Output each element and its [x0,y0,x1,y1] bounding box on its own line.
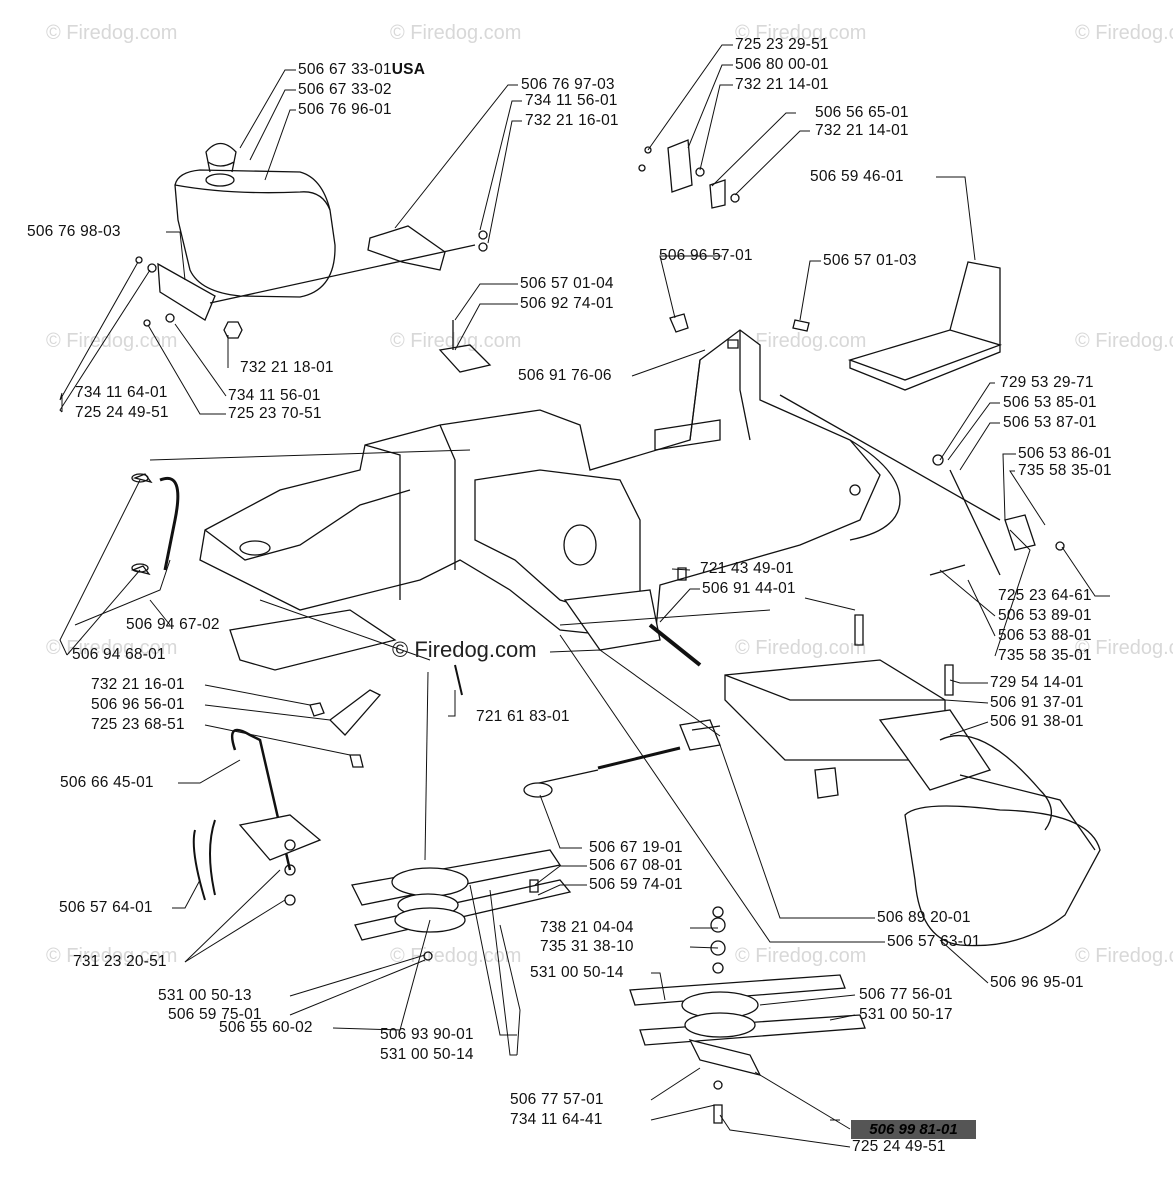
part-label: 725 23 64-61 [998,587,1092,604]
usa-marker: USA [391,61,426,78]
part-label: 506 57 63-01 [887,933,981,950]
watermark: © Firedog.com [46,637,178,659]
belt-guard [692,615,1100,946]
part-label: 506 77 56-01 [859,986,953,1003]
part-label: 732 21 16-01 [525,112,619,129]
linkage-rod [780,395,1064,575]
part-label: 732 21 16-01 [91,676,185,693]
tank-brackets [136,226,487,338]
part-label: 506 53 87-01 [1003,414,1097,431]
part-label: 732 21 18-01 [240,359,334,376]
part-label: 734 11 64-01 [75,384,168,401]
watermark: © Firedog.com [1075,22,1173,44]
watermark: © Firedog.com [1075,330,1173,352]
watermark: © Firedog.com [735,637,867,659]
part-label: 506 76 97-03 [521,76,615,93]
watermark: © Firedog.com [735,22,867,44]
watermark: © Firedog.com [46,330,178,352]
part-label: 506 67 33-02 [298,81,392,98]
part-label: 506 94 67-02 [126,616,220,633]
part-label: 738 21 04-04 [540,919,634,936]
part-label: 506 59 46-01 [810,168,904,185]
part-label: 531 00 50-17 [859,1006,953,1023]
part-label: 506 67 08-01 [589,857,683,874]
part-label: 734 11 64-41 [510,1111,603,1128]
watermark: © Firedog.com [46,945,178,967]
part-label: 506 59 75-01 [168,1006,262,1023]
part-label: 725 23 29-51 [735,36,829,53]
part-label: 732 21 14-01 [815,122,909,139]
part-label: 506 77 57-01 [510,1091,604,1108]
part-label: 725 23 70-51 [228,405,322,422]
part-label: 735 31 38-10 [540,938,634,955]
part-label: 735 58 35-01 [1018,462,1112,479]
part-label: 506 91 37-01 [990,694,1084,711]
part-label: 506 67 19-01 [589,839,683,856]
part-label: 732 21 14-01 [735,76,829,93]
watermark: © Firedog.com [390,945,522,967]
part-label: 731 23 20-51 [73,953,167,970]
part-label: 506 53 86-01 [1018,445,1112,462]
part-label: 721 61 83-01 [476,708,570,725]
part-label: 725 24 49-51 [852,1138,946,1155]
seat-bracket [793,262,1000,390]
part-label: 506 59 74-01 [589,876,683,893]
part-label: 506 53 89-01 [998,607,1092,624]
part-label: 506 91 38-01 [990,713,1084,730]
watermark: © Firedog.com [1075,945,1173,967]
part-label: 506 57 01-04 [520,275,614,292]
engine-bracket [194,690,380,905]
part-label: 506 96 56-01 [91,696,185,713]
part-label: 725 24 49-51 [75,404,169,421]
part-label: 729 54 14-01 [990,674,1084,691]
part-label: 721 43 49-01 [700,560,794,577]
main-frame [200,330,900,670]
part-label: 531 00 50-14 [380,1046,474,1063]
part-label: 506 66 45-01 [60,774,154,791]
watermark: © Firedog.com [735,330,867,352]
watermark: © Firedog.com [735,945,867,967]
part-label: 506 57 64-01 [59,899,153,916]
watermark: © Firedog.com [390,330,522,352]
part-label: 506 91 44-01 [702,580,796,597]
part-label: 734 11 56-01 [228,387,321,404]
part-label: 506 53 85-01 [1003,394,1097,411]
part-label: 506 80 00-01 [735,56,829,73]
part-label: 729 53 29-71 [1000,374,1094,391]
part-label: 506 57 01-03 [823,252,917,269]
part-label: 506 76 96-01 [298,101,392,118]
fuel-line [133,474,178,574]
part-label: 506 56 65-01 [815,104,909,121]
part-label: 506 92 74-01 [520,295,614,312]
fuel-tank [175,144,335,298]
part-label: 734 11 56-01 [525,92,618,109]
part-label: 506 91 76-06 [518,367,612,384]
highlighted-part-number: 506 99 81-01 [851,1120,976,1139]
hinge-bracket [440,140,739,372]
part-label: 735 58 35-01 [998,647,1092,664]
part-label: 506 94 68-01 [72,646,166,663]
part-label: 506 96 95-01 [990,974,1084,991]
part-label: 506 55 60-02 [219,1019,313,1036]
part-label: 506 96 57-01 [659,247,753,264]
part-label: 506 53 88-01 [998,627,1092,644]
watermark: © Firedog.com [1075,637,1173,659]
part-label: 725 23 68-51 [91,716,185,733]
part-label: 506 93 90-01 [380,1026,474,1043]
part-label: 531 00 50-13 [158,987,252,1004]
watermark: © Firedog.com [390,22,522,44]
part-label: 531 00 50-14 [530,964,624,981]
right-pulley-assembly [630,907,865,1123]
left-pulley-assembly [352,850,570,960]
part-label: 506 67 33-01USA [298,61,426,78]
center-watermark: © Firedog.com [392,637,537,662]
pins [132,474,700,695]
part-label: 506 76 98-03 [27,223,121,240]
watermark: © Firedog.com [46,22,178,44]
part-label: 506 89 20-01 [877,909,971,926]
